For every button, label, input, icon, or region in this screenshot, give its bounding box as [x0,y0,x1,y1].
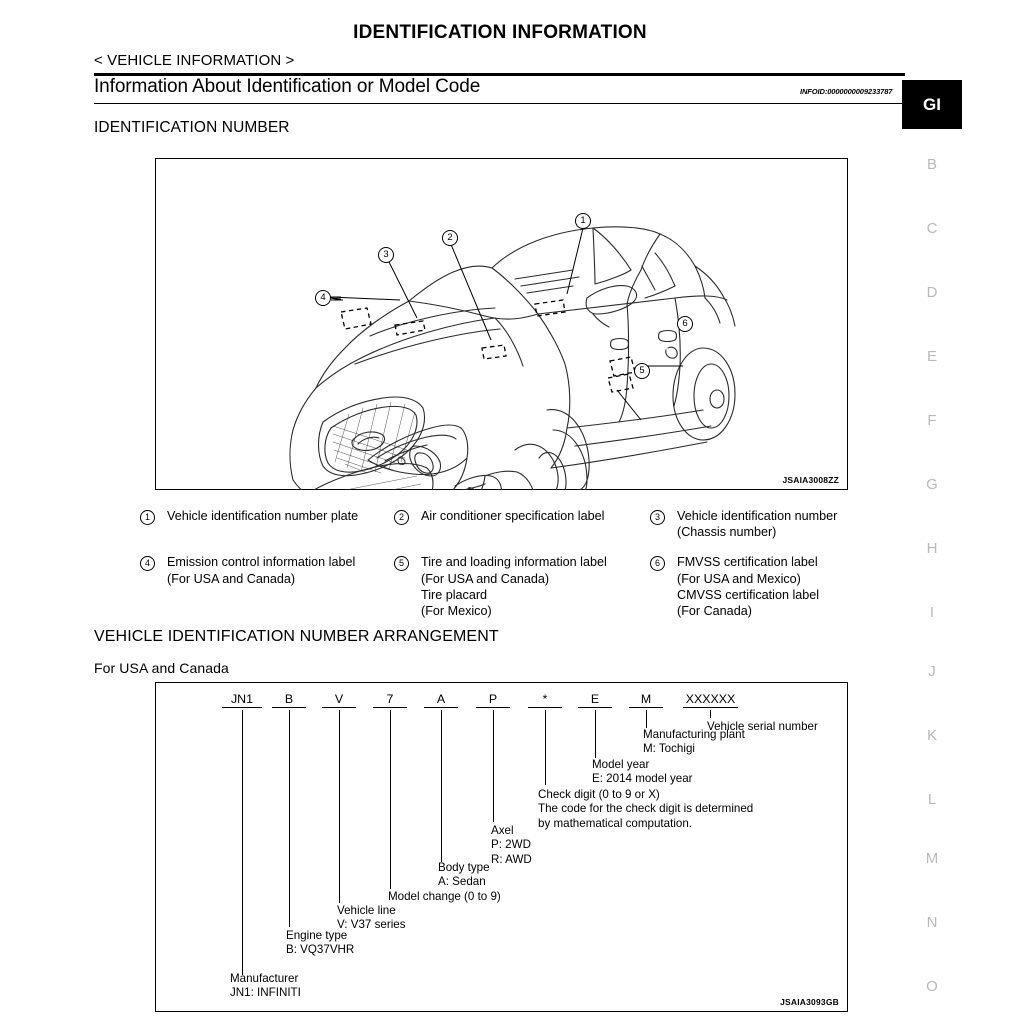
vin-char-7: * [528,692,562,708]
vin-note-serial: Vehicle serial number [707,720,818,733]
legend-text-5: Tire and loading information label (For … [421,555,607,619]
legend-row: 1 Vehicle identification number plate 2 … [140,508,880,540]
index-tab-m[interactable]: M [925,850,939,867]
vin-stem-7 [545,710,546,785]
vin-figure-box: JSAIA3093GB [155,682,848,1012]
vehicle-figure-box: JSAIA3008ZZ [155,158,848,490]
legend-text-4: Emission control information label (For … [167,555,356,586]
vin-char-5: A [424,692,458,708]
legend-row: 4 Emission control information label (Fo… [140,554,880,619]
index-tab-j[interactable]: J [928,663,936,680]
vin-stem-10 [710,710,711,718]
index-tab-g[interactable]: G [926,476,938,493]
vin-stem-6 [493,710,494,822]
legend-item-6: 6 FMVSS certification label (For USA and… [650,554,880,619]
legend-text-3: Vehicle identification number (Chassis n… [677,509,838,540]
index-tab-l[interactable]: L [927,791,937,808]
vin-note-vehicle-line: Vehicle line V: V37 series [337,904,406,932]
vin-stem-3 [339,710,340,903]
legend-item-2: 2 Air conditioner specification label [394,508,650,540]
vin-char-8: E [578,692,612,708]
index-tab-gi[interactable]: GI [902,80,962,129]
vin-char-4: 7 [373,692,407,708]
legend-item-5: 5 Tire and loading information label (Fo… [394,554,650,619]
vin-stem-5 [441,710,442,862]
index-tab-f[interactable]: F [927,412,937,429]
vin-note-model-change: Model change (0 to 9) [388,890,501,903]
vin-note-model-year: Model year E: 2014 model year [592,758,693,786]
legend-grid: 1 Vehicle identification number plate 2 … [140,508,880,624]
vin-stem-2 [289,710,290,927]
index-tab-h[interactable]: H [926,540,938,557]
vin-note-plant: Manufacturing plant M: Tochigi [643,728,745,756]
vin-note-body-type: Body type A: Sedan [438,861,490,889]
legend-text-2: Air conditioner specification label [421,509,605,523]
legend-number-2: 2 [394,510,409,525]
index-tab-k[interactable]: K [926,727,937,744]
document-heading: Information About Identification or Mode… [94,76,481,97]
legend-item-1: 1 Vehicle identification number plate [140,508,394,540]
callout-3: 3 [378,247,394,263]
vin-note-check-digit: Check digit (0 to 9 or X) The code for t… [538,788,754,830]
vin-char-2: B [272,692,306,708]
callout-5: 5 [634,363,650,379]
header-rule-thick [94,73,905,76]
header-rule-thin [94,103,905,104]
vin-char-6: P [476,692,510,708]
page-title: IDENTIFICATION INFORMATION [353,22,647,43]
index-tab-e[interactable]: E [926,348,937,365]
callout-1: 1 [575,213,591,229]
vin-stem-8 [595,710,596,758]
legend-text-6: FMVSS certification label (For USA and M… [677,555,820,619]
legend-number-3: 3 [650,510,665,525]
legend-number-1: 1 [140,510,155,525]
callout-4: 4 [315,290,331,306]
vehicle-figure-code: JSAIA3008ZZ [782,475,839,485]
index-tab-i[interactable]: I [929,604,935,621]
legend-item-3: 3 Vehicle identification number (Chassis… [650,508,880,540]
vin-char-10: XXXXXX [683,692,738,708]
callout-6: 6 [677,316,693,332]
infoid-label: INFOID:0000000009233787 [800,87,893,96]
vin-stem-9 [646,710,647,728]
vehicle-illustration [289,226,736,490]
vin-stem-4 [390,710,391,889]
section-breadcrumb: < VEHICLE INFORMATION > [94,52,295,69]
heading-vin-market: For USA and Canada [94,660,229,676]
index-tab-b[interactable]: B [926,156,937,173]
vin-char-1: JN1 [222,692,262,708]
callout-2: 2 [442,230,458,246]
legend-text-1: Vehicle identification number plate [167,509,359,523]
vin-note-manufacturer: Manufacturer JN1: INFINITI [230,972,301,1000]
vin-char-3: V [322,692,356,708]
legend-number-5: 5 [394,556,409,572]
index-tab-n[interactable]: N [926,914,938,931]
heading-vin-arrangement: VEHICLE IDENTIFICATION NUMBER ARRANGEMEN… [94,628,499,645]
legend-item-4: 4 Emission control information label (Fo… [140,554,394,619]
vin-figure-code: JSAIA3093GB [780,997,839,1007]
heading-identification-number: IDENTIFICATION NUMBER [94,119,290,136]
index-tab-c[interactable]: C [926,220,938,237]
index-tab-d[interactable]: D [926,284,938,301]
vin-stem-1 [242,710,243,975]
legend-number-6: 6 [650,556,665,572]
vin-char-9: M [629,692,663,708]
vin-note-engine-type: Engine type B: VQ37VHR [286,929,355,957]
legend-number-4: 4 [140,556,155,572]
index-tab-o[interactable]: O [926,978,938,995]
vin-note-axel: Axel P: 2WD R: AWD [491,824,532,866]
